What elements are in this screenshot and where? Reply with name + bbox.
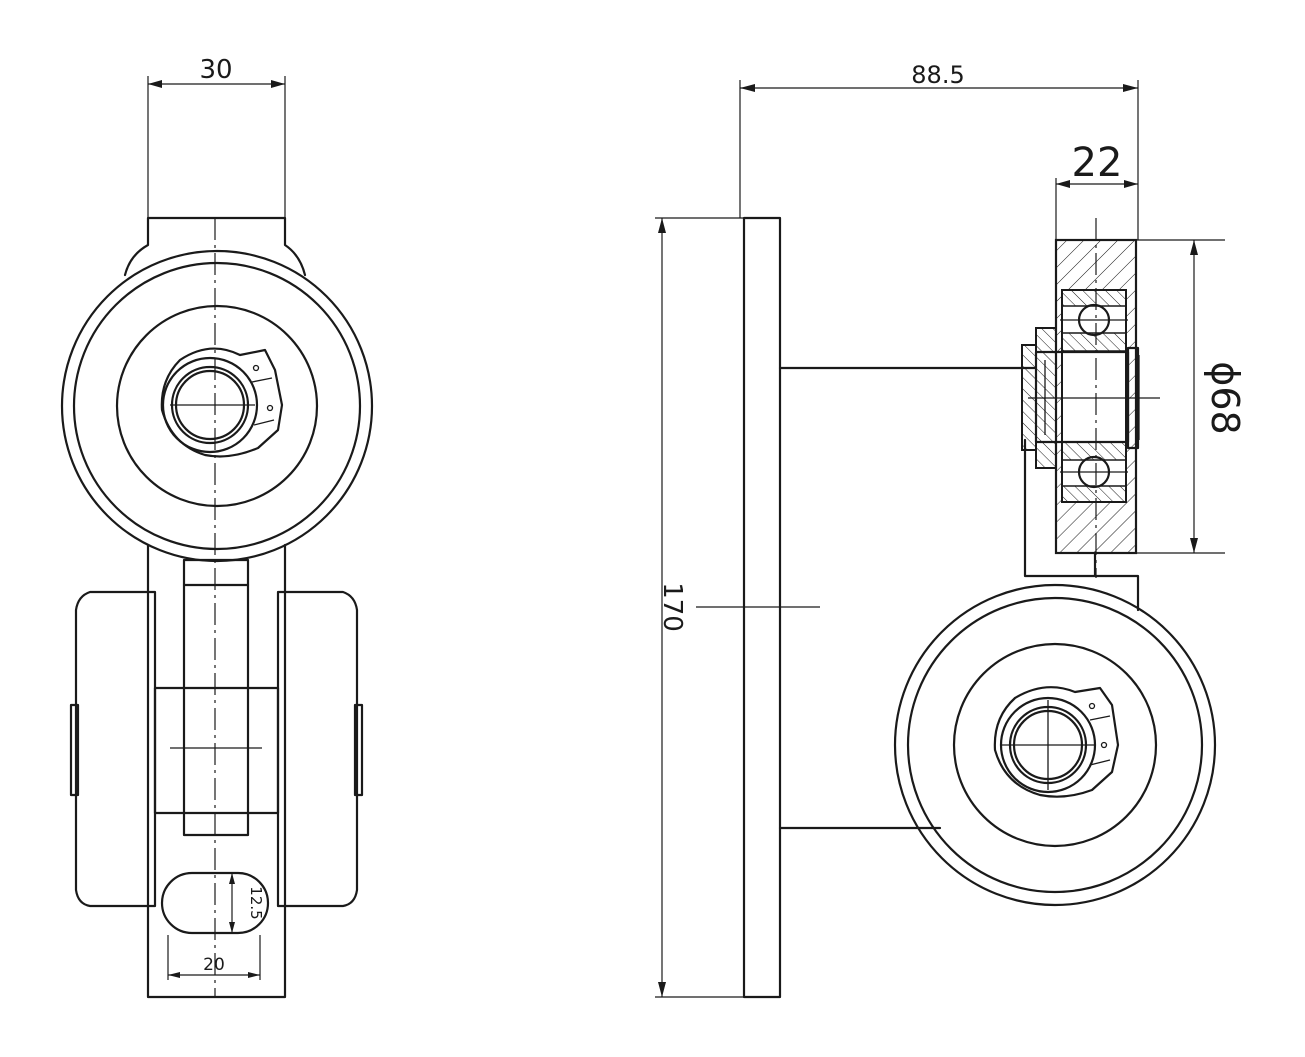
snap-ring-hole: [266, 404, 274, 412]
upper-wheel-outer: [60, 249, 374, 563]
slot-hole: [160, 871, 270, 935]
dim-arrow: [148, 80, 162, 88]
dim-20-label: 20: [203, 955, 225, 975]
lower-wheel-outer: [893, 583, 1217, 907]
left-roller-cap: [69, 703, 80, 797]
dim-30-label: 30: [199, 55, 232, 85]
snap-ring-edge: [253, 419, 275, 426]
arm-lower-bracket: [1023, 438, 1140, 612]
front-view: 30 20 12.5: [60, 55, 374, 999]
left-roller: [74, 590, 157, 908]
snap-ring-edge: [1089, 759, 1111, 766]
snap-ring-hole: [1088, 702, 1096, 710]
dim-arrow: [1190, 538, 1198, 553]
upper-wheel-hub: [115, 304, 319, 508]
dim-arrow: [168, 972, 180, 978]
stem: [146, 543, 287, 999]
bearing-race-bottom-outer: [1061, 485, 1127, 503]
lower-wheel-hub: [952, 642, 1158, 848]
side-section-view: 170 88.5: [655, 61, 1247, 999]
upper-wheel-rim: [72, 261, 362, 551]
snap-ring-hole: [252, 364, 260, 372]
arm-upper: [778, 366, 1037, 830]
snap-ring-edge: [1089, 715, 1111, 721]
upper-bearing-outer: [161, 356, 259, 454]
stem-inner-slot: [182, 558, 250, 837]
dim-88-5-label: 88.5: [911, 61, 964, 89]
dim-arrow: [248, 972, 260, 978]
lower-bearing-housing: [993, 686, 1120, 798]
right-roller-cap: [353, 703, 364, 797]
upper-bracket: [123, 216, 307, 277]
roller-axle: [153, 686, 280, 815]
dim-22-label: 22: [1072, 140, 1123, 186]
lower-wheel-rim: [906, 596, 1204, 894]
dim-arrow: [740, 84, 755, 92]
dim-12-5-label: 12.5: [247, 886, 265, 919]
snap-ring-hole: [1100, 741, 1108, 749]
dim-arrow: [1124, 180, 1138, 188]
dim-arrow: [1056, 180, 1070, 188]
dim-arrow: [1123, 84, 1138, 92]
snap-ring-edge: [251, 377, 273, 383]
bearing-race-top-outer: [1061, 289, 1127, 307]
dim-arrow: [229, 873, 235, 884]
dim-arrow: [658, 218, 666, 233]
right-roller: [276, 590, 359, 908]
bearing-cavity: [1061, 289, 1127, 503]
dim-arrow: [271, 80, 285, 88]
dim-arrow: [229, 922, 235, 933]
dim-68-label: ϕ68: [1203, 361, 1247, 434]
dim-arrow: [658, 982, 666, 997]
dim-170-label: 170: [657, 582, 687, 632]
dim-arrow: [1190, 240, 1198, 255]
